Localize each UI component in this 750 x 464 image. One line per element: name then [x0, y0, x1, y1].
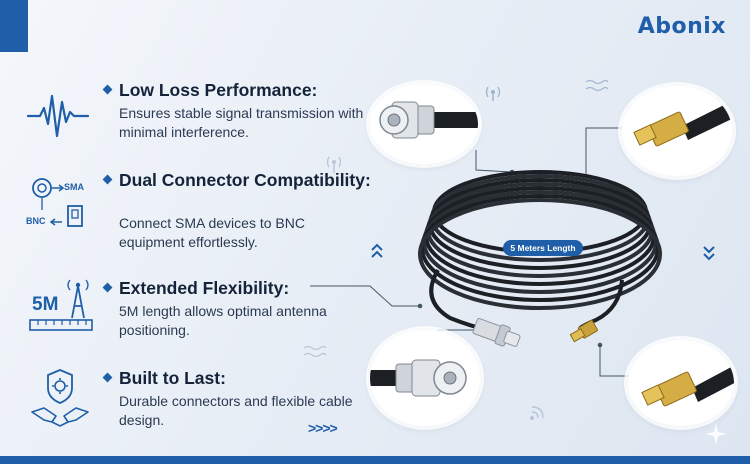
feature-description: Durable connectors and flexible cable de…	[119, 393, 353, 428]
feature-low-loss: Low Loss Performance: Ensures stable sig…	[22, 78, 364, 158]
bottom-accent-bar	[0, 456, 750, 464]
waveform-icon	[22, 78, 98, 148]
feature-built-to-last: Built to Last: Durable connectors and fl…	[22, 366, 362, 446]
feature-title: Low Loss Performance:	[119, 80, 379, 100]
handshake-gear-icon	[22, 366, 98, 436]
feature-description: 5M length allows optimal antenna positio…	[119, 303, 327, 338]
bnc-label: BNC	[26, 216, 46, 226]
sma-label: SMA	[64, 182, 84, 192]
chevrons-right-decor: >>>>	[308, 420, 338, 436]
sparkle-icon	[705, 423, 727, 445]
top-accent-bar	[0, 0, 28, 52]
feature-title: Dual Connector Compatibility:	[119, 170, 379, 190]
bnc-connector-closeup	[370, 84, 478, 164]
connector-diagram-icon: SMA BNC	[22, 170, 98, 250]
coiled-cable-image	[418, 170, 662, 347]
feature-title: Extended Flexibility:	[119, 278, 379, 298]
sma-connector-closeup	[622, 86, 732, 176]
length-badge: 5 Meters Length	[503, 240, 583, 256]
wave-lines-icon	[585, 79, 609, 92]
feature-description: Ensures stable signal transmission with …	[119, 105, 364, 140]
brand-logo: Abonix	[637, 14, 726, 39]
feature-title: Built to Last:	[119, 368, 379, 388]
wave-lines-icon	[303, 345, 327, 358]
signal-icon	[530, 406, 544, 420]
feature-extended-flexibility: 5M Extended Flexibility: 5M length allow…	[22, 276, 362, 356]
feature-description: Connect SMA devices to BNC equipment eff…	[119, 215, 305, 250]
antenna-length-icon: 5M	[22, 276, 98, 346]
chevron-up-icon	[371, 243, 383, 258]
feature-dual-connector: SMA BNC Dual Connector Compatibility: Co…	[22, 170, 371, 260]
signal-icon	[485, 86, 501, 101]
signal-icon	[326, 156, 342, 173]
length-label: 5M	[32, 294, 59, 315]
bnc-connector-closeup-bottom	[370, 330, 480, 426]
sma-connector-closeup-bottom	[628, 340, 734, 426]
chevron-down-icon	[703, 246, 715, 261]
